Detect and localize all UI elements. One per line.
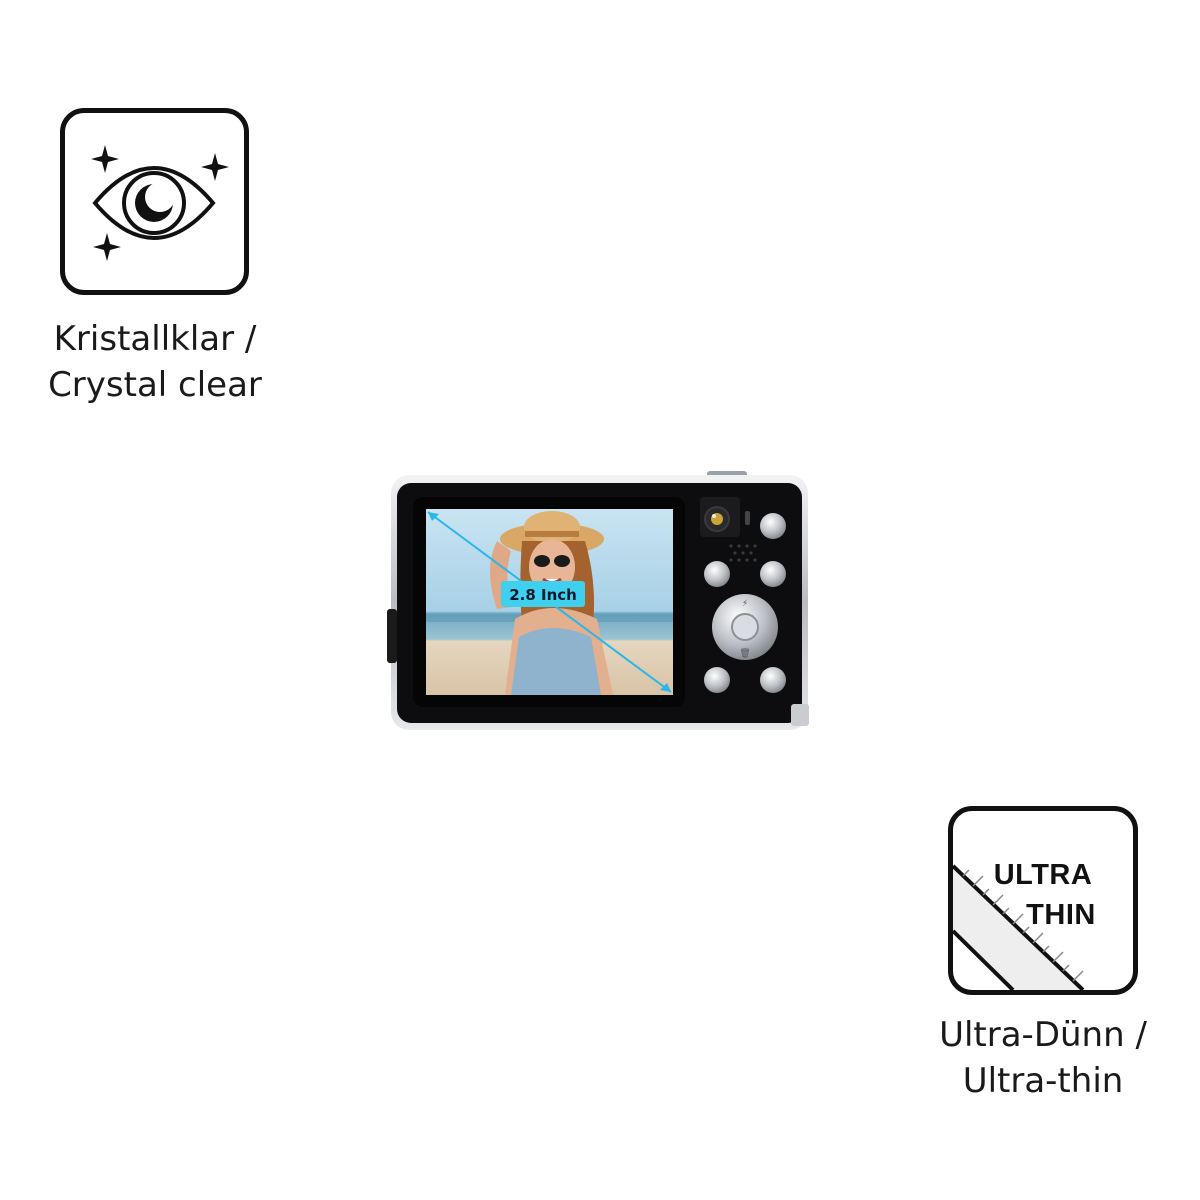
- svg-text:⚡: ⚡: [742, 599, 748, 609]
- digital-camera-image: 2.8 Inch ⚡ 🗑: [387, 469, 812, 732]
- camera-illustration: 2.8 Inch ⚡ 🗑: [387, 471, 809, 730]
- ok-button: [731, 613, 759, 641]
- ultra-thin-caption: Ultra-Dünn / Ultra-thin: [908, 1012, 1178, 1104]
- menu-button: [760, 561, 786, 587]
- crystal-clear-badge: [60, 108, 249, 295]
- mode-button: [704, 561, 730, 587]
- ruler-edge-icon: [953, 864, 1085, 990]
- crystal-clear-caption-line1: Kristallklar /: [53, 319, 257, 359]
- ultra-thin-badge: ULTRA THIN: [948, 806, 1138, 995]
- power-button: [760, 513, 786, 539]
- svg-text:🗑: 🗑: [739, 648, 750, 659]
- ultra-thin-badge-line1: ULTRA: [993, 859, 1093, 891]
- screen-size-tag: [501, 581, 585, 607]
- playback-button: [704, 667, 730, 693]
- zoom-button: [760, 667, 786, 693]
- crystal-clear-caption-line2: Crystal clear: [48, 365, 262, 405]
- ultra-thin-caption-line2: Ultra-thin: [962, 1061, 1124, 1101]
- ultra-thin-badge-line2: THIN: [1026, 899, 1096, 931]
- crystal-clear-caption: Kristallklar / Crystal clear: [20, 316, 290, 408]
- ultra-thin-caption-line1: Ultra-Dünn /: [939, 1015, 1147, 1055]
- sparkle-eye-icon: [91, 145, 229, 261]
- screen-size-label: 2.8 Inch: [509, 586, 577, 604]
